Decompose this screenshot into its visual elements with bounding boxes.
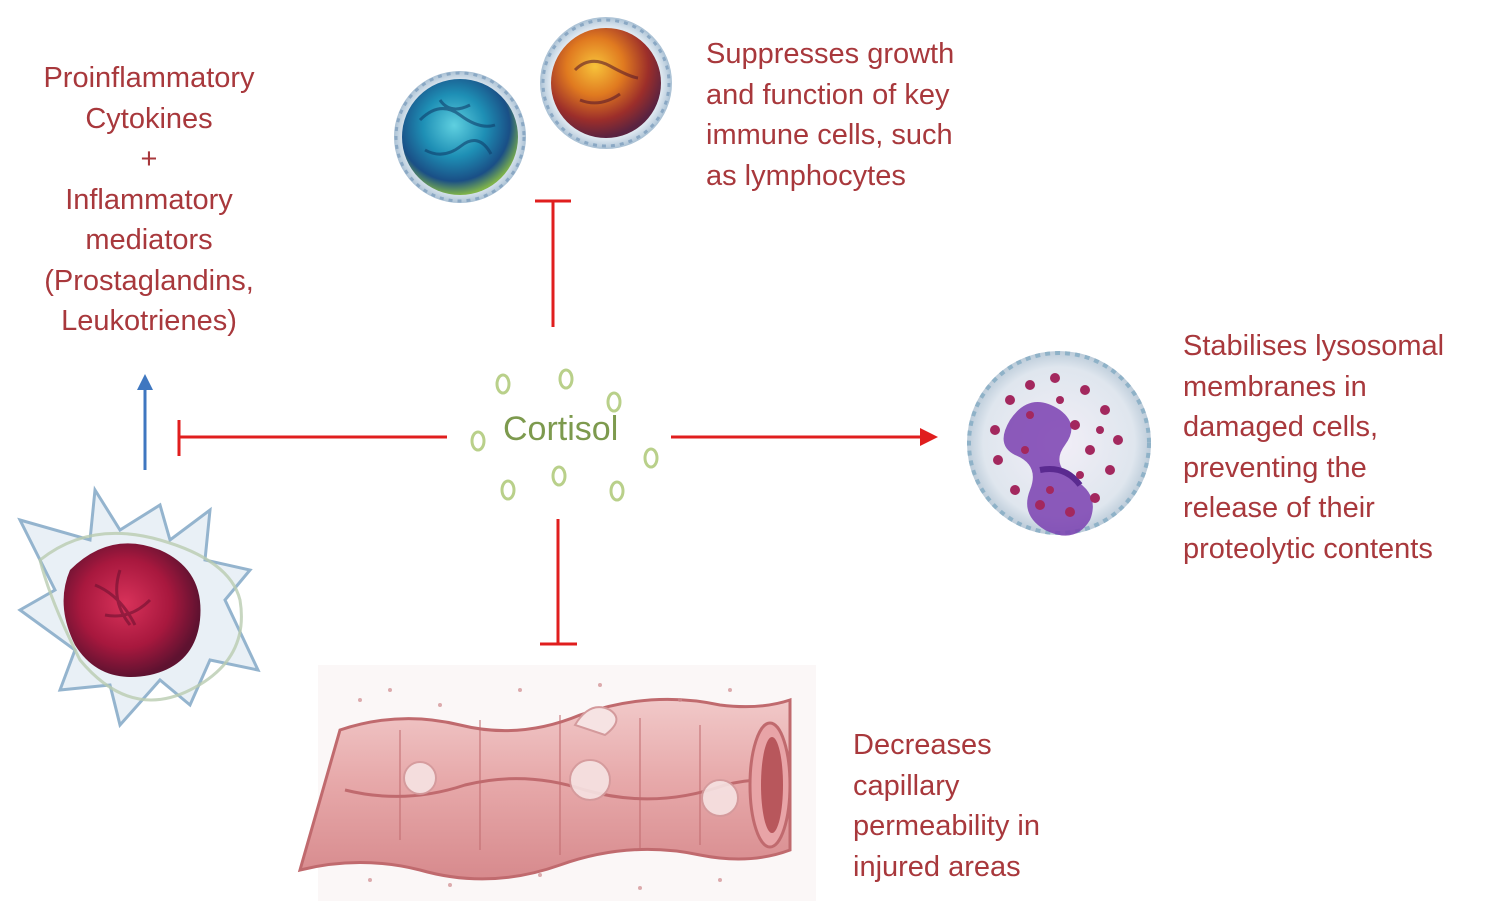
inhibit-line-up — [535, 199, 571, 327]
cytokines-line: Inflammatory — [65, 183, 233, 216]
lysosomal-line: proteolytic contents — [1183, 532, 1433, 565]
neutrophil-icon — [967, 351, 1151, 536]
cytokines-label: Proinflammatory Cytokines + Inflammatory… — [10, 58, 288, 342]
cytokines-line: Cytokines — [85, 102, 213, 135]
capillary-line: Decreases — [853, 729, 992, 761]
suppress-line: and function of key — [706, 78, 950, 111]
lysosomal-line: damaged cells, — [1183, 411, 1379, 443]
capillary-vessel-icon — [297, 665, 816, 901]
lysosomal-line: preventing the — [1183, 451, 1367, 484]
cytokines-line: Proinflammatory — [43, 62, 255, 94]
suppress-line: immune cells, such — [706, 119, 953, 151]
lysosomal-line: release of their — [1183, 492, 1375, 524]
capillary-line: injured areas — [853, 850, 1021, 883]
inhibit-line-left — [177, 420, 447, 456]
suppress-line: as lymphocytes — [706, 159, 906, 192]
inhibit-line-down — [540, 519, 577, 646]
blue-up-arrow — [137, 374, 153, 470]
capillary-line: capillary — [853, 769, 960, 802]
lysosomal-line: membranes in — [1183, 370, 1367, 403]
lysosomal-label: Stabilises lysosomal membranes in damage… — [1183, 326, 1444, 569]
cytokines-line: (Prostaglandins, — [44, 264, 254, 297]
lymphocyte-orange-icon — [540, 17, 672, 149]
suppress-line: Suppresses growth — [706, 38, 955, 70]
cytokines-line: mediators — [85, 224, 213, 256]
lysosomal-line: Stabilises lysosomal — [1183, 330, 1445, 362]
cortisol-molecules — [470, 368, 659, 502]
suppress-label: Suppresses growth and function of key im… — [706, 34, 954, 196]
macrophage-icon — [17, 485, 261, 729]
cortisol-label: Cortisol — [503, 410, 619, 448]
arrow-right — [671, 428, 938, 446]
cytokines-line: + — [140, 143, 158, 175]
lymphocyte-blue-icon — [394, 71, 526, 203]
capillary-line: permeability in — [853, 810, 1040, 842]
capillary-label: Decreases capillary permeability in inju… — [853, 725, 1040, 887]
cytokines-line: Leukotrienes) — [61, 305, 237, 337]
